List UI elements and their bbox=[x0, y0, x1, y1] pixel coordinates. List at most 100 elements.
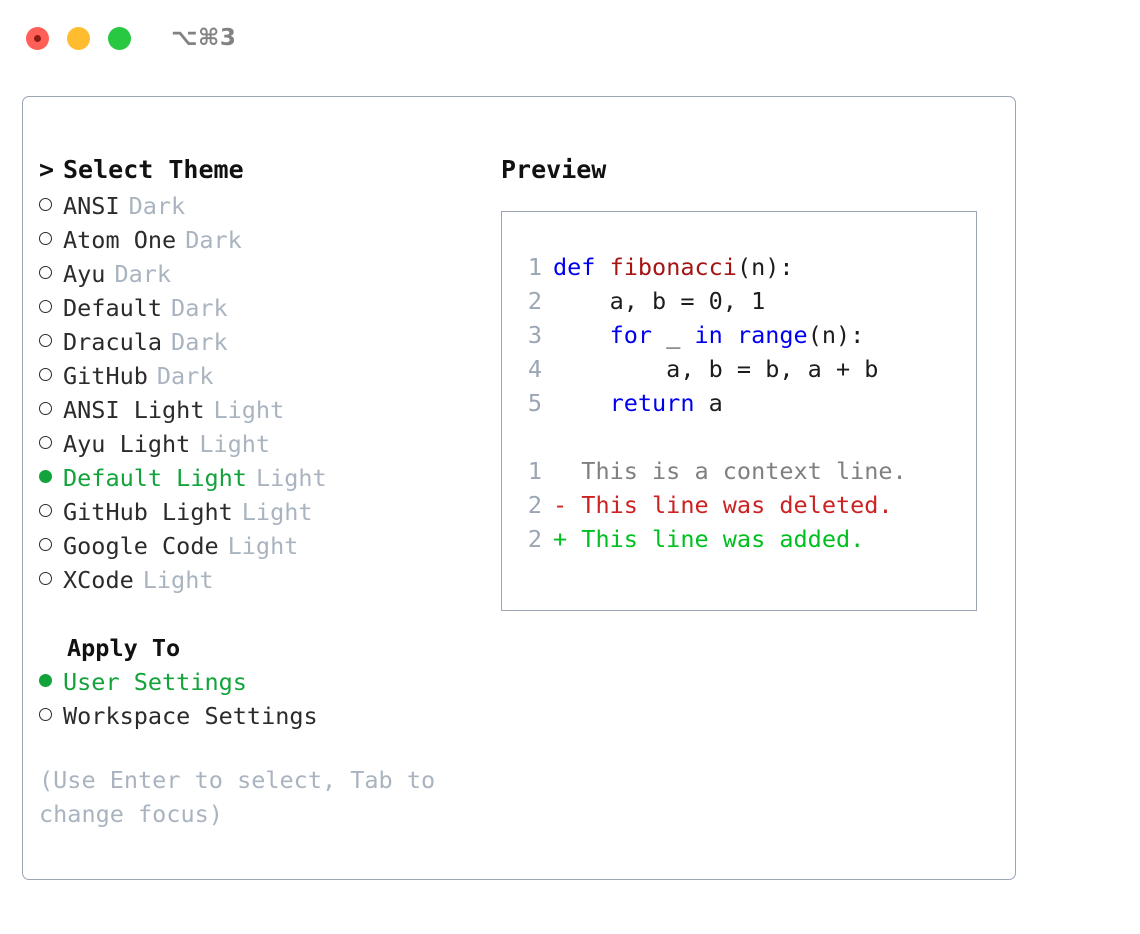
diff-line-text: This is a context line. bbox=[553, 457, 907, 485]
diff-line-number: 2 bbox=[527, 525, 542, 553]
code-token-pl bbox=[595, 253, 609, 281]
code-token-pl: (n): bbox=[807, 321, 865, 349]
code-line-number: 5 bbox=[527, 389, 542, 417]
code-token-kw: in bbox=[694, 321, 723, 349]
theme-option-kind: Light bbox=[241, 498, 313, 526]
radio-dot bbox=[39, 368, 52, 381]
theme-option-kind: Dark bbox=[128, 192, 186, 220]
code-line-number: 1 bbox=[527, 253, 542, 281]
radio-dot bbox=[39, 402, 52, 415]
theme-option-label: Ayu Light bbox=[63, 430, 191, 458]
diff-sample: 1 This is a context line.2- This line wa… bbox=[516, 454, 976, 556]
code-line: 3 for _ in range(n): bbox=[516, 318, 976, 352]
theme-option-label: Ayu bbox=[63, 260, 106, 288]
zoom-button[interactable] bbox=[108, 26, 131, 50]
theme-option-default[interactable]: Default Dark bbox=[39, 291, 489, 325]
radio-unselected-icon bbox=[39, 565, 63, 599]
theme-option-github-light[interactable]: GitHub Light Light bbox=[39, 495, 489, 529]
radio-unselected-icon bbox=[39, 395, 63, 429]
theme-option-kind: Light bbox=[213, 396, 285, 424]
apply-to-heading: Apply To bbox=[67, 634, 181, 662]
radio-unselected-icon bbox=[39, 259, 63, 293]
prompt-caret-icon: > bbox=[39, 155, 55, 184]
radio-dot bbox=[39, 198, 52, 211]
theme-option-label: GitHub bbox=[63, 362, 148, 390]
diff-line-ctx: 1 This is a context line. bbox=[516, 454, 976, 488]
theme-option-label: ANSI bbox=[63, 192, 120, 220]
close-button[interactable] bbox=[26, 26, 49, 50]
theme-option-kind: Light bbox=[199, 430, 271, 458]
keyboard-shortcut-label: ⌥⌘3 bbox=[171, 25, 237, 51]
code-token-pl bbox=[553, 389, 610, 417]
traffic-lights bbox=[26, 26, 131, 50]
code-line-number: 2 bbox=[527, 287, 542, 315]
code-token-pl: (n): bbox=[736, 253, 794, 281]
radio-dot bbox=[39, 504, 52, 517]
theme-option-kind: Dark bbox=[185, 226, 242, 254]
code-token-pl: a bbox=[694, 389, 723, 417]
theme-option-label: Google Code bbox=[63, 532, 219, 560]
code-line: 5 return a bbox=[516, 386, 976, 420]
theme-option-kind: Light bbox=[255, 464, 327, 492]
radio-dot bbox=[39, 470, 52, 483]
theme-option-default-light[interactable]: Default Light Light bbox=[39, 461, 489, 495]
code-token-pl: _ bbox=[652, 321, 695, 349]
list-spacer bbox=[39, 597, 489, 631]
apply-to-option-user-settings[interactable]: User Settings bbox=[39, 665, 489, 699]
theme-option-label: GitHub Light bbox=[63, 498, 233, 526]
code-token-kw: return bbox=[609, 389, 695, 417]
radio-unselected-icon bbox=[39, 361, 63, 395]
theme-option-kind: Dark bbox=[156, 362, 214, 390]
theme-option-label: Default bbox=[63, 294, 163, 322]
radio-unselected-icon bbox=[39, 701, 63, 735]
apply-to-option-workspace-settings[interactable]: Workspace Settings bbox=[39, 699, 489, 733]
code-line-number: 3 bbox=[527, 321, 542, 349]
theme-option-kind: Dark bbox=[171, 294, 228, 322]
diff-line-add: 2+ This line was added. bbox=[516, 522, 976, 556]
window-titlebar: ⌥⌘3 bbox=[0, 0, 1140, 76]
radio-unselected-icon bbox=[39, 497, 63, 531]
radio-dot bbox=[39, 674, 52, 687]
code-token-pl: a, b = b, a + b bbox=[553, 355, 879, 383]
theme-option-label: Default Light bbox=[63, 464, 247, 492]
apply-to-option-label: User Settings bbox=[63, 668, 247, 696]
radio-unselected-icon bbox=[39, 531, 63, 565]
diff-line-number: 2 bbox=[527, 491, 542, 519]
code-line-number: 4 bbox=[527, 355, 542, 383]
code-token-kw: def bbox=[553, 253, 596, 281]
radio-dot bbox=[39, 266, 52, 279]
minimize-button[interactable] bbox=[67, 26, 90, 50]
theme-option-ansi-light[interactable]: ANSI Light Light bbox=[39, 393, 489, 427]
radio-dot bbox=[39, 436, 52, 449]
code-token-pl: a, b = 0, 1 bbox=[553, 287, 766, 315]
theme-option-github[interactable]: GitHub Dark bbox=[39, 359, 489, 393]
preview-heading: Preview bbox=[501, 155, 607, 184]
radio-unselected-icon bbox=[39, 191, 63, 225]
code-line: 2 a, b = 0, 1 bbox=[516, 284, 976, 318]
radio-dot bbox=[39, 232, 52, 245]
radio-selected-icon bbox=[39, 667, 63, 701]
radio-dot bbox=[39, 300, 52, 313]
theme-option-ayu-light[interactable]: Ayu Light Light bbox=[39, 427, 489, 461]
code-token-pl bbox=[553, 321, 610, 349]
diff-line-del: 2- This line was deleted. bbox=[516, 488, 976, 522]
theme-option-label: ANSI Light bbox=[63, 396, 205, 424]
radio-dot bbox=[39, 334, 52, 347]
code-token-fn: fibonacci bbox=[609, 253, 737, 281]
keyboard-hint-text: (Use Enter to select, Tab to change focu… bbox=[39, 766, 436, 828]
code-token-kw: for bbox=[609, 321, 653, 349]
theme-option-ansi[interactable]: ANSI Dark bbox=[39, 189, 489, 223]
